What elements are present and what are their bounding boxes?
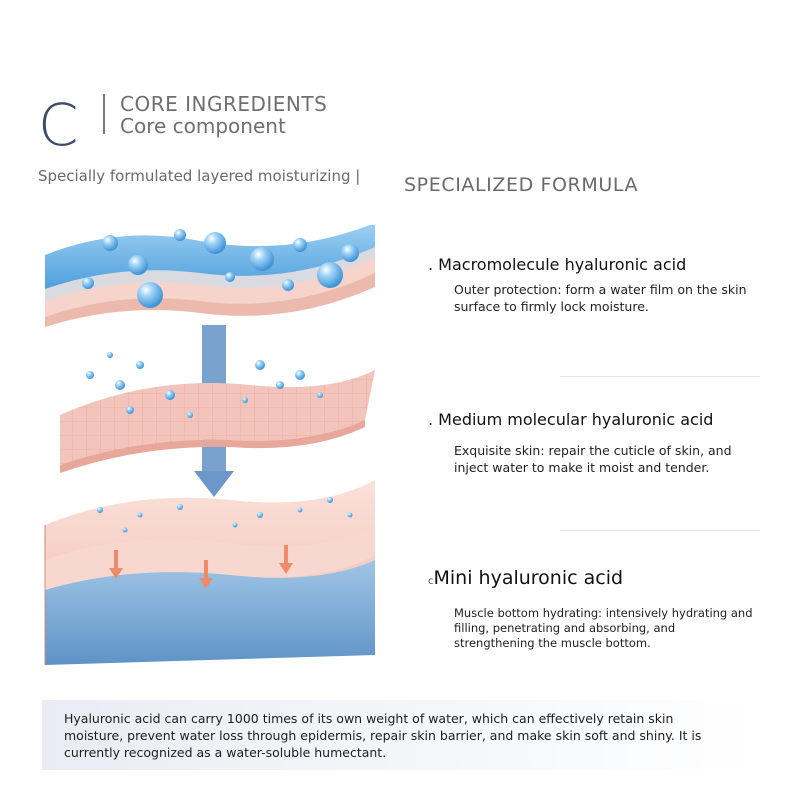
feature-marker: c	[428, 576, 434, 587]
title-divider	[103, 94, 105, 134]
feature-macromolecule: . Macromolecule hyaluronic acid Outer pr…	[428, 255, 758, 315]
water-droplets-top	[82, 229, 359, 308]
info-footer: Hyaluronic acid can carry 1000 times of …	[42, 700, 758, 770]
separator	[560, 530, 760, 531]
outer-layer	[45, 225, 375, 327]
section-subtitle: Core component	[120, 114, 286, 138]
feature-heading: . Macromolecule hyaluronic acid	[428, 255, 687, 274]
feature-heading: cMini hyaluronic acid	[428, 566, 758, 594]
feature-medium-molecular: . Medium molecular hyaluronic acid Exqui…	[428, 410, 758, 476]
water-droplets-bottom	[97, 497, 353, 533]
footer-text: Hyaluronic acid can carry 1000 times of …	[64, 711, 702, 760]
skin-layers-illustration	[44, 225, 375, 665]
separator	[560, 376, 760, 377]
feature-mini: cMini hyaluronic acid Muscle bottom hydr…	[428, 566, 758, 651]
middle-layer	[60, 370, 375, 473]
section-title: CORE INGREDIENTS	[120, 92, 328, 116]
deep-layer-block	[44, 480, 375, 665]
feature-description: Outer protection: form a water film on t…	[454, 282, 747, 314]
feature-description: Exquisite skin: repair the cuticle of sk…	[454, 443, 732, 475]
feature-description: Muscle bottom hydrating: intensively hyd…	[454, 606, 753, 650]
feature-heading: . Medium molecular hyaluronic acid	[428, 410, 714, 429]
section-letter: C	[38, 91, 79, 159]
tagline-right: SPECIALIZED FORMULA	[404, 174, 639, 196]
water-droplets-middle	[86, 352, 323, 418]
tagline-left: Specially formulated layered moisturizin…	[38, 167, 361, 185]
feature-heading-text: Mini hyaluronic acid	[433, 567, 624, 589]
